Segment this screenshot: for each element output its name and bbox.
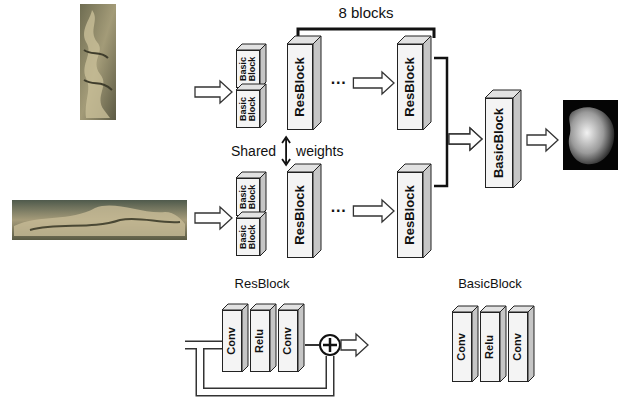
conv-layer: Conv <box>508 312 528 382</box>
basic-block: Basic Block <box>236 218 260 256</box>
detail-title: ResBlock <box>235 276 290 291</box>
shared-weights-label: Shared weights <box>231 143 344 159</box>
block-label: BasicBlock <box>492 108 506 178</box>
box-side-face <box>298 304 304 372</box>
block-label: Conv <box>456 333 468 361</box>
input-arrow <box>195 81 232 103</box>
res-block: ResBlock <box>397 172 423 258</box>
detail-title: BasicBlock <box>458 276 522 291</box>
continuation-dots: ··· <box>330 74 348 92</box>
conv-layer: Conv <box>222 310 242 372</box>
basic-block: BasicBlock <box>485 98 513 188</box>
relu-layer: Relu <box>250 310 270 372</box>
block-label: Conv <box>282 327 294 355</box>
block-label: ResBlock <box>403 57 417 116</box>
block-label: ResBlock <box>293 185 307 244</box>
flow-connector <box>353 72 394 94</box>
block-label: ResBlock <box>293 57 307 116</box>
flow-connector <box>434 58 482 150</box>
relu-layer: Relu <box>480 312 500 382</box>
flow-connector <box>434 128 482 186</box>
box-side-face <box>313 36 321 130</box>
block-label: Basic Block <box>239 53 258 85</box>
box-side-face <box>513 90 521 188</box>
box-side-face <box>260 84 266 128</box>
conv-layer: Conv <box>452 312 472 382</box>
box-side-face <box>528 306 534 382</box>
block-label: Relu <box>254 329 266 353</box>
block-label: Basic Block <box>239 221 258 253</box>
flow-connector <box>353 200 394 222</box>
box-side-face <box>423 164 431 258</box>
group-label: 8 blocks <box>338 4 393 21</box>
sum-symbol <box>320 335 340 355</box>
block-label: Basic Block <box>239 181 258 213</box>
res-block: ResBlock <box>397 44 423 130</box>
basic-block: Basic Block <box>236 178 260 216</box>
conv-layer: Conv <box>278 310 298 372</box>
box-side-face <box>472 306 478 382</box>
res-block: ResBlock <box>287 44 313 130</box>
merge-bracket <box>434 58 447 139</box>
block-label: Conv <box>226 327 238 355</box>
box-side-face <box>260 44 266 88</box>
block-label: Conv <box>512 333 524 361</box>
input-image-vertical <box>80 4 116 120</box>
skip-connection <box>305 344 319 346</box>
input-image-horizontal <box>12 200 187 240</box>
box-side-face <box>260 172 266 216</box>
box-side-face <box>423 36 431 130</box>
basic-block: Basic Block <box>236 50 260 88</box>
merge-bracket <box>434 139 447 186</box>
block-label: ResBlock <box>403 185 417 244</box>
box-side-face <box>313 164 321 258</box>
output-arrow <box>527 129 558 151</box>
box-side-face <box>270 304 276 372</box>
box-side-face <box>500 306 506 382</box>
input-arrow <box>195 207 232 229</box>
hollow-arrow <box>353 72 394 94</box>
hollow-arrow <box>449 128 482 150</box>
hollow-arrow <box>449 128 482 150</box>
res-block: ResBlock <box>287 172 313 258</box>
output-arrow <box>341 334 368 356</box>
continuation-dots: ··· <box>330 202 348 220</box>
box-side-face <box>260 212 266 256</box>
block-label: Basic Block <box>239 93 258 125</box>
box-side-face <box>242 304 248 372</box>
output-depth-image <box>563 100 618 170</box>
basic-block: Basic Block <box>236 90 260 128</box>
hollow-arrow <box>353 200 394 222</box>
block-label: Relu <box>484 335 496 359</box>
